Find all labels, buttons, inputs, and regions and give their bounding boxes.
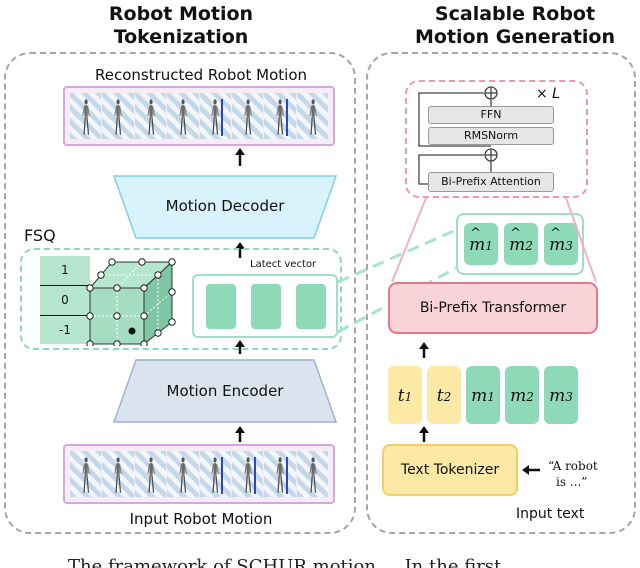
- tokenization-panel: [4, 52, 356, 534]
- motion-decoder-block: [112, 175, 338, 239]
- text-token-t2: t2: [427, 366, 461, 424]
- up-arrow-tokenizer-out: [419, 426, 429, 442]
- left-title-line2: Tokenization: [113, 26, 249, 48]
- motion-frame: [134, 451, 167, 497]
- quote-line1: “A robot: [548, 459, 598, 473]
- motion-decoder-label: Motion Decoder: [165, 197, 285, 215]
- target-pole-icon: [221, 98, 224, 137]
- latent-vector-box: [192, 274, 338, 338]
- input-frames: [70, 451, 328, 497]
- up-arrow-decoder-out: [235, 148, 245, 166]
- motion-frame: [199, 451, 231, 497]
- motion-token-m2: m2: [505, 366, 539, 424]
- latent-token-3: [296, 284, 326, 329]
- right-panel-title: Scalable Robot Motion Generation: [400, 3, 630, 49]
- layer-repeat-label: × L: [536, 86, 560, 102]
- input-motion-label: Input Robot Motion: [129, 510, 273, 528]
- left-arrow-input-text: [522, 465, 540, 475]
- motion-encoder-block: [112, 359, 338, 423]
- motion-encoder-label: Motion Encoder: [166, 382, 284, 400]
- robot-figure-icon: [276, 98, 285, 137]
- motion-frame: [296, 93, 328, 139]
- reconstructed-motion-strip: [63, 86, 335, 146]
- up-arrow-transformer-in: [419, 342, 429, 358]
- output-token-m3: m3: [544, 212, 578, 265]
- ffn-block: FFN: [428, 106, 554, 124]
- robot-figure-icon: [276, 456, 285, 495]
- latent-token-2: [251, 284, 281, 329]
- robot-figure-icon: [244, 98, 252, 137]
- text-token-t1: t1: [388, 366, 422, 424]
- robot-figure-icon: [211, 456, 220, 495]
- rmsnorm-block: RMSNorm: [428, 127, 554, 145]
- latent-token-1: [206, 284, 236, 329]
- text-tokenizer-block: Text Tokenizer: [382, 444, 518, 496]
- robot-figure-icon: [179, 456, 187, 495]
- right-title-line2: Motion Generation: [414, 26, 615, 48]
- transformer-layer-detail: [405, 80, 588, 198]
- bi-prefix-attention-block: Bi-Prefix Attention: [428, 172, 554, 192]
- generation-panel: [366, 52, 636, 534]
- robot-figure-icon: [82, 456, 90, 495]
- latent-vector-label: Latect vector: [250, 259, 317, 270]
- right-title-line1: Scalable Robot: [434, 3, 596, 25]
- fsq-level-column: 1 0 -1: [40, 256, 90, 344]
- fsq-level-0: 0: [40, 286, 90, 316]
- motion-frame: [167, 93, 199, 139]
- target-pole-icon: [221, 456, 224, 495]
- reconstructed-motion-label: Reconstructed Robot Motion: [94, 66, 308, 84]
- motion-token-m3: m3: [544, 366, 578, 424]
- robot-figure-icon: [146, 456, 155, 495]
- target-pole-icon: [286, 98, 289, 137]
- motion-frame: [167, 451, 199, 497]
- output-token-box: m1 m2 m3: [456, 212, 584, 275]
- fsq-cube-icon: [86, 258, 176, 346]
- robot-figure-icon: [308, 98, 317, 137]
- motion-frame: [231, 93, 264, 139]
- reconstructed-frames: [70, 93, 328, 139]
- fsq-level-1: 1: [40, 256, 90, 286]
- motion-frame: [231, 451, 264, 497]
- robot-figure-icon: [179, 98, 187, 137]
- motion-frame: [102, 93, 134, 139]
- input-text-label: Input text: [516, 506, 585, 522]
- input-motion-strip: [63, 444, 335, 504]
- robot-figure-icon: [146, 98, 155, 137]
- target-pole-icon: [253, 456, 256, 495]
- motion-frame: [264, 93, 296, 139]
- left-title-line1: Robot Motion: [108, 3, 254, 25]
- output-token-m1: m1: [464, 212, 498, 265]
- fsq-label: FSQ: [24, 226, 56, 245]
- up-arrow-encoder-in: [235, 426, 245, 442]
- robot-figure-icon: [114, 456, 123, 495]
- robot-figure-icon: [211, 98, 220, 137]
- left-panel-title: Robot Motion Tokenization: [86, 3, 276, 49]
- robot-figure-icon: [244, 456, 252, 495]
- quote-line2: is ...”: [556, 475, 588, 489]
- target-pole-icon: [286, 456, 289, 495]
- motion-frame: [102, 451, 134, 497]
- motion-frame: [134, 93, 167, 139]
- input-text-quote: “A robot is ...”: [548, 458, 598, 490]
- fsq-level-minus1: -1: [59, 323, 71, 337]
- motion-frame: [264, 451, 296, 497]
- motion-frame: [296, 451, 328, 497]
- robot-figure-icon: [114, 98, 123, 137]
- motion-token-m1: m1: [466, 366, 500, 424]
- motion-frame: [70, 451, 102, 497]
- motion-frame: [199, 93, 231, 139]
- robot-figure-icon: [308, 456, 317, 495]
- robot-figure-icon: [82, 98, 90, 137]
- caption-fragment: The framework of SCHUR motion ... In the…: [68, 556, 502, 568]
- motion-frame: [70, 93, 102, 139]
- up-arrow-encoder-out: [235, 340, 245, 354]
- bi-prefix-transformer-block: Bi-Prefix Transformer: [388, 282, 598, 334]
- fsq-latent-container: [20, 248, 342, 350]
- output-token-m2: m2: [504, 212, 538, 265]
